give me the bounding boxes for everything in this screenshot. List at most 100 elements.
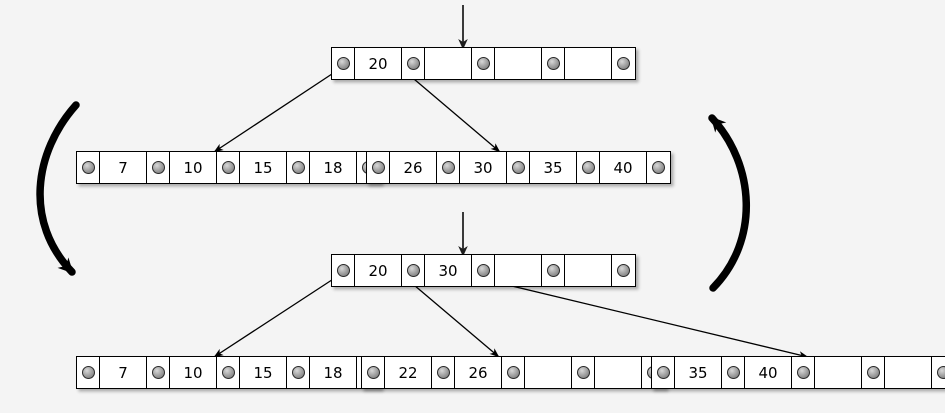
- pointer-cell[interactable]: [332, 255, 355, 286]
- pointer-cell[interactable]: [862, 357, 885, 388]
- key-cell[interactable]: 20: [355, 48, 402, 79]
- key-cell[interactable]: [495, 48, 542, 79]
- pointer-dot-icon: [506, 366, 520, 379]
- key-cell[interactable]: 30: [460, 152, 507, 183]
- pointer-cell[interactable]: [147, 152, 170, 183]
- pointer-cell[interactable]: [77, 357, 100, 388]
- pointer-cell[interactable]: [362, 357, 385, 388]
- top-root-node[interactable]: 20: [331, 47, 636, 80]
- top-pointer-arrow-2: [400, 67, 501, 153]
- key-cell[interactable]: [815, 357, 862, 388]
- pointer-cell[interactable]: [542, 48, 565, 79]
- top-leaf-right[interactable]: 26 30 35 40: [366, 151, 671, 184]
- pointer-dot-icon: [406, 264, 420, 277]
- pointer-dot-icon: [617, 264, 630, 277]
- pointer-cell[interactable]: [402, 48, 425, 79]
- pointer-dot-icon: [221, 161, 235, 174]
- pointer-cell[interactable]: [287, 357, 310, 388]
- pointer-cell[interactable]: [502, 357, 525, 388]
- pointer-cell[interactable]: [147, 357, 170, 388]
- key-cell[interactable]: [525, 357, 572, 388]
- pointer-dot-icon: [81, 366, 95, 379]
- pointer-cell[interactable]: [287, 152, 310, 183]
- pointer-dot-icon: [291, 366, 305, 379]
- pointer-dot-icon: [336, 57, 350, 70]
- pointer-cell[interactable]: [792, 357, 815, 388]
- curved-arrow-down-left: [36, 101, 80, 276]
- pointer-cell[interactable]: [652, 357, 675, 388]
- pointer-dot-icon: [546, 57, 560, 70]
- pointer-dot-icon: [406, 57, 420, 70]
- pointer-cell[interactable]: [367, 152, 390, 183]
- bottom-leaf-right[interactable]: 35 40: [651, 356, 945, 389]
- key-cell[interactable]: 18: [310, 152, 357, 183]
- pointer-cell[interactable]: [217, 152, 240, 183]
- key-cell[interactable]: 7: [100, 357, 147, 388]
- bottom-leaf-middle[interactable]: 22 26: [361, 356, 666, 389]
- pointer-cell[interactable]: [472, 48, 495, 79]
- key-cell[interactable]: 15: [240, 357, 287, 388]
- key-cell[interactable]: [565, 48, 612, 79]
- pointer-cell[interactable]: [217, 357, 240, 388]
- key-cell[interactable]: 15: [240, 152, 287, 183]
- key-cell[interactable]: 30: [425, 255, 472, 286]
- key-cell[interactable]: [425, 48, 472, 79]
- pointer-cell[interactable]: [437, 152, 460, 183]
- key-cell[interactable]: 40: [745, 357, 792, 388]
- key-cell[interactable]: [595, 357, 642, 388]
- key-cell[interactable]: 35: [675, 357, 722, 388]
- key-cell[interactable]: 26: [390, 152, 437, 183]
- key-cell[interactable]: 26: [455, 357, 502, 388]
- pointer-dot-icon: [371, 161, 385, 174]
- pointer-cell[interactable]: [612, 255, 635, 286]
- key-cell[interactable]: 7: [100, 152, 147, 183]
- bottom-leaf-left[interactable]: 7 10 15 18: [76, 356, 381, 389]
- pointer-dot-icon: [726, 366, 740, 379]
- top-pointer-arrow-1: [213, 67, 342, 153]
- key-cell[interactable]: 20: [355, 255, 402, 286]
- key-cell[interactable]: 40: [600, 152, 647, 183]
- pointer-cell[interactable]: [542, 255, 565, 286]
- key-cell[interactable]: 10: [170, 357, 217, 388]
- pointer-dot-icon: [546, 264, 560, 277]
- pointer-dot-icon: [476, 57, 490, 70]
- top-leaf-left[interactable]: 7 10 15 18: [76, 151, 381, 184]
- pointer-dot-icon: [441, 161, 455, 174]
- curved-arrow-up-right: [708, 114, 750, 292]
- pointer-dot-icon: [151, 366, 165, 379]
- pointer-cell[interactable]: [77, 152, 100, 183]
- pointer-cell[interactable]: [722, 357, 745, 388]
- pointer-cell[interactable]: [577, 152, 600, 183]
- pointer-cell[interactable]: [507, 152, 530, 183]
- key-cell[interactable]: 35: [530, 152, 577, 183]
- pointer-cell[interactable]: [612, 48, 635, 79]
- pointer-dot-icon: [151, 161, 165, 174]
- pointer-dot-icon: [81, 161, 95, 174]
- bottom-pointer-arrow-1: [213, 273, 342, 358]
- pointer-cell[interactable]: [432, 357, 455, 388]
- pointer-cell[interactable]: [647, 152, 670, 183]
- pointer-cell[interactable]: [472, 255, 495, 286]
- pointer-cell[interactable]: [402, 255, 425, 286]
- pointer-dot-icon: [366, 366, 380, 379]
- pointer-dot-icon: [336, 264, 350, 277]
- pointer-dot-icon: [937, 366, 945, 379]
- pointer-cell[interactable]: [332, 48, 355, 79]
- pointer-cell[interactable]: [572, 357, 595, 388]
- pointer-dot-icon: [866, 366, 880, 379]
- pointer-dot-icon: [511, 161, 525, 174]
- key-cell[interactable]: 22: [385, 357, 432, 388]
- pointer-dot-icon: [581, 161, 595, 174]
- key-cell[interactable]: [565, 255, 612, 286]
- pointer-dot-icon: [576, 366, 590, 379]
- key-cell[interactable]: 10: [170, 152, 217, 183]
- bottom-root-node[interactable]: 20 30: [331, 254, 636, 287]
- key-cell[interactable]: [495, 255, 542, 286]
- pointer-dot-icon: [476, 264, 490, 277]
- pointer-dot-icon: [652, 161, 665, 174]
- key-cell[interactable]: [885, 357, 932, 388]
- pointer-dot-icon: [617, 57, 630, 70]
- key-cell[interactable]: 18: [310, 357, 357, 388]
- pointer-cell[interactable]: [932, 357, 945, 388]
